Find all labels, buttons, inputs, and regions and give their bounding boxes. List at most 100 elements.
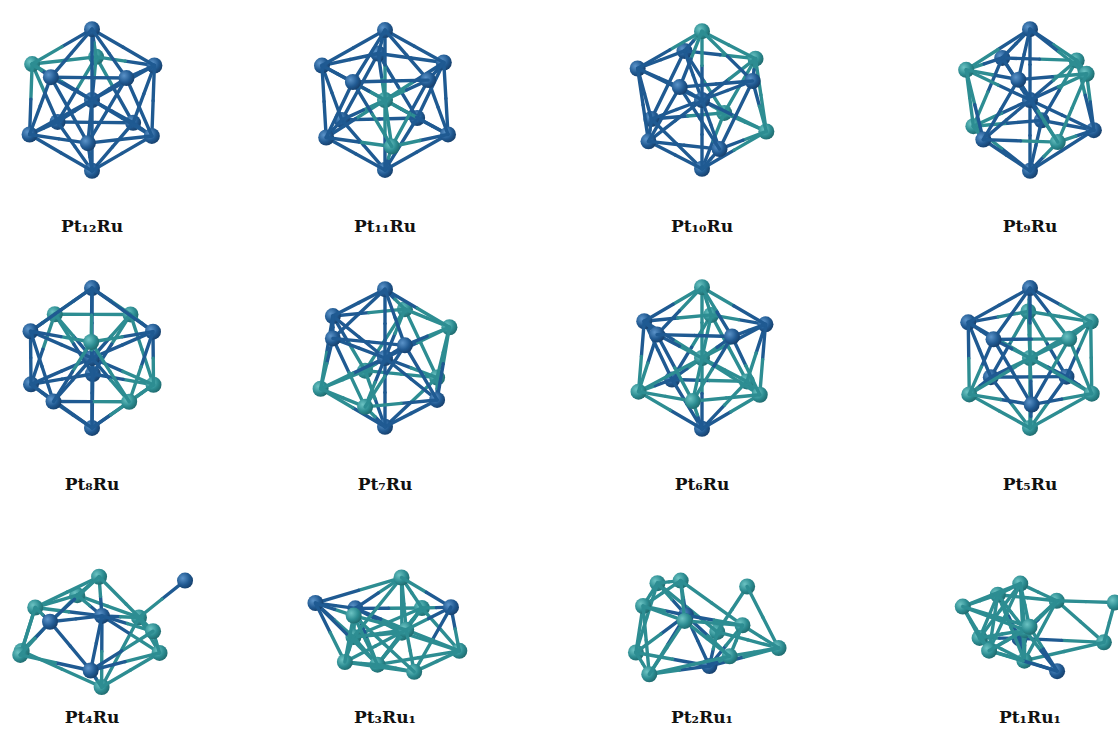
bond [30, 135, 59, 139]
bond [369, 30, 385, 56]
bond [322, 48, 354, 66]
atom [677, 613, 693, 629]
bond [680, 287, 702, 311]
bond [140, 65, 154, 71]
bond [90, 157, 92, 171]
bond [417, 327, 449, 342]
atom [43, 69, 59, 85]
bond [54, 372, 73, 402]
bond [644, 304, 673, 321]
bond [412, 593, 422, 608]
bond [743, 131, 766, 140]
bond [973, 126, 978, 133]
bond [385, 158, 388, 170]
bond [963, 607, 996, 617]
bond [643, 606, 664, 613]
bond [697, 415, 702, 429]
bond [711, 315, 738, 320]
bond [681, 581, 683, 601]
atom [1061, 331, 1077, 347]
atom-cluster [307, 570, 467, 680]
bond [385, 289, 395, 317]
bond [708, 636, 730, 657]
bond [385, 352, 395, 358]
bond [700, 66, 703, 100]
bond [639, 363, 648, 392]
atom [986, 331, 1002, 347]
bond [333, 338, 369, 341]
bond [648, 141, 684, 145]
bond [385, 90, 407, 100]
bond [636, 629, 640, 652]
bond [1002, 149, 1030, 171]
bond [102, 670, 131, 687]
bond [726, 395, 760, 398]
bond [365, 371, 401, 374]
bond [385, 81, 414, 100]
bond [1080, 366, 1091, 393]
bond [638, 50, 670, 69]
bond [734, 306, 766, 325]
bond [1002, 58, 1039, 59]
bond [321, 364, 327, 389]
bond [359, 348, 385, 358]
bond [680, 346, 702, 358]
bond [650, 119, 651, 130]
bond [94, 57, 96, 79]
atom [80, 135, 96, 151]
bond [31, 331, 61, 336]
bond [697, 358, 702, 380]
bond [45, 93, 58, 122]
bond [1052, 74, 1086, 77]
bond [691, 94, 702, 100]
bond [120, 136, 152, 140]
bond [315, 603, 334, 609]
bond [966, 70, 975, 105]
atom-cluster [23, 280, 162, 436]
cluster-label: Pt₃Ru₁ [354, 707, 416, 727]
cluster-label: Pt₅Ru [1003, 474, 1058, 494]
atom-cluster [22, 21, 163, 179]
bond [1104, 622, 1109, 642]
bond [350, 54, 378, 60]
bond [648, 114, 664, 141]
bond [384, 644, 414, 672]
bond [983, 140, 1020, 141]
bond [71, 89, 92, 100]
bond [20, 655, 55, 663]
bond [657, 582, 669, 583]
bond [139, 107, 152, 136]
bond [707, 639, 730, 657]
bond [1030, 156, 1044, 170]
bond [385, 30, 407, 55]
bond [702, 287, 717, 312]
bond [644, 321, 650, 328]
bond [32, 47, 62, 64]
bond [96, 616, 102, 643]
bond [31, 384, 42, 393]
bond [969, 394, 1000, 399]
bond [1007, 100, 1030, 120]
bond [139, 599, 162, 617]
bond [1030, 348, 1050, 358]
atom [685, 393, 701, 409]
bond [417, 134, 449, 152]
bond [30, 106, 41, 135]
cluster-label: Pt₆Ru [675, 474, 730, 494]
bond [968, 322, 981, 330]
bond [92, 288, 122, 310]
bond [433, 640, 460, 651]
cluster-label: Pt₁₁Ru [354, 216, 416, 236]
bond [55, 314, 74, 336]
bond [123, 47, 154, 65]
bond [32, 64, 41, 71]
bond [359, 289, 385, 314]
bond [636, 652, 643, 663]
bond [92, 415, 111, 428]
atom-cluster [955, 576, 1118, 680]
atom-cluster [313, 281, 458, 435]
cluster-label: Pt₁₂Ru [61, 216, 123, 236]
bond [322, 66, 337, 74]
bond [383, 392, 386, 426]
bond [35, 607, 42, 614]
